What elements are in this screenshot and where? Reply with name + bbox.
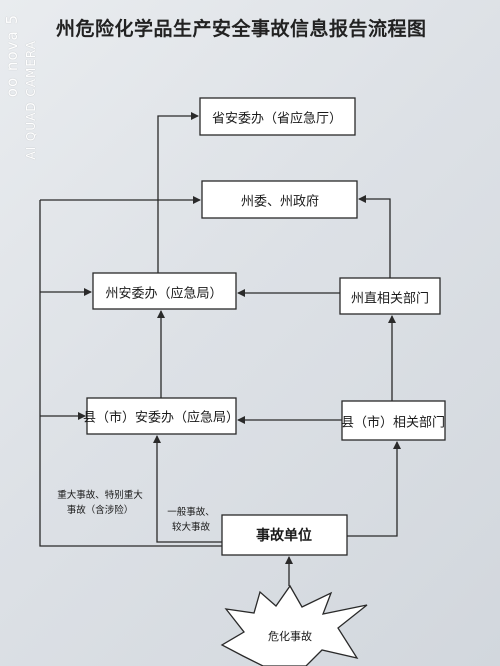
note-general-line-1: 一般事故、: [167, 507, 215, 518]
note-major-accident: 重大事故、特别重大 事故（含涉险）: [46, 488, 154, 518]
explosion-shape: [220, 584, 368, 666]
node-label-county-safety: 县（市）安委办（应急局）: [82, 410, 240, 426]
arrow-unit-to-county-depts: [347, 441, 401, 537]
node-box-prefecture-depts: [339, 277, 441, 315]
camera-watermark-model: AI QUAD CAMERA: [24, 40, 38, 160]
node-box-prefecture-gov: [201, 180, 358, 219]
node-box-provincial: [199, 97, 356, 136]
node-box-prefecture-safety: [92, 272, 237, 310]
arrow-unit-to-county-safety: [153, 435, 222, 543]
node-label-hazmat-accident: 危化事故: [268, 630, 312, 643]
note-major-line-2: 事故（含涉险）: [66, 505, 134, 516]
camera-watermark-brand: oo nova 5: [3, 14, 21, 98]
note-general-line-2: 较大事故: [171, 522, 210, 533]
node-label-prefecture-depts: 州直相关部门: [350, 291, 430, 307]
trunk-major-accident: [39, 200, 222, 547]
node-label-accident-unit: 事故单位: [256, 528, 312, 544]
note-major-line-1: 重大事故、特别重大: [57, 490, 143, 501]
note-general-accident: 一般事故、 较大事故: [162, 505, 220, 535]
node-label-prefecture-safety: 州安委办（应急局）: [105, 286, 223, 302]
arrow-prefecture-depts-to-gov: [358, 195, 391, 278]
node-label-provincial: 省安委办（省应急厅）: [211, 111, 343, 127]
node-box-county-depts: [341, 400, 446, 441]
node-label-prefecture-gov: 州委、州政府: [240, 194, 320, 210]
node-box-county-safety: [86, 397, 237, 435]
arrow-prefecture-safety-to-provincial: [157, 112, 199, 273]
node-label-county-depts: 县（市）相关部门: [340, 415, 446, 431]
node-box-accident-unit: [221, 514, 348, 556]
diagram-title: 州危险化学品生产安全事故信息报告流程图: [56, 18, 427, 40]
